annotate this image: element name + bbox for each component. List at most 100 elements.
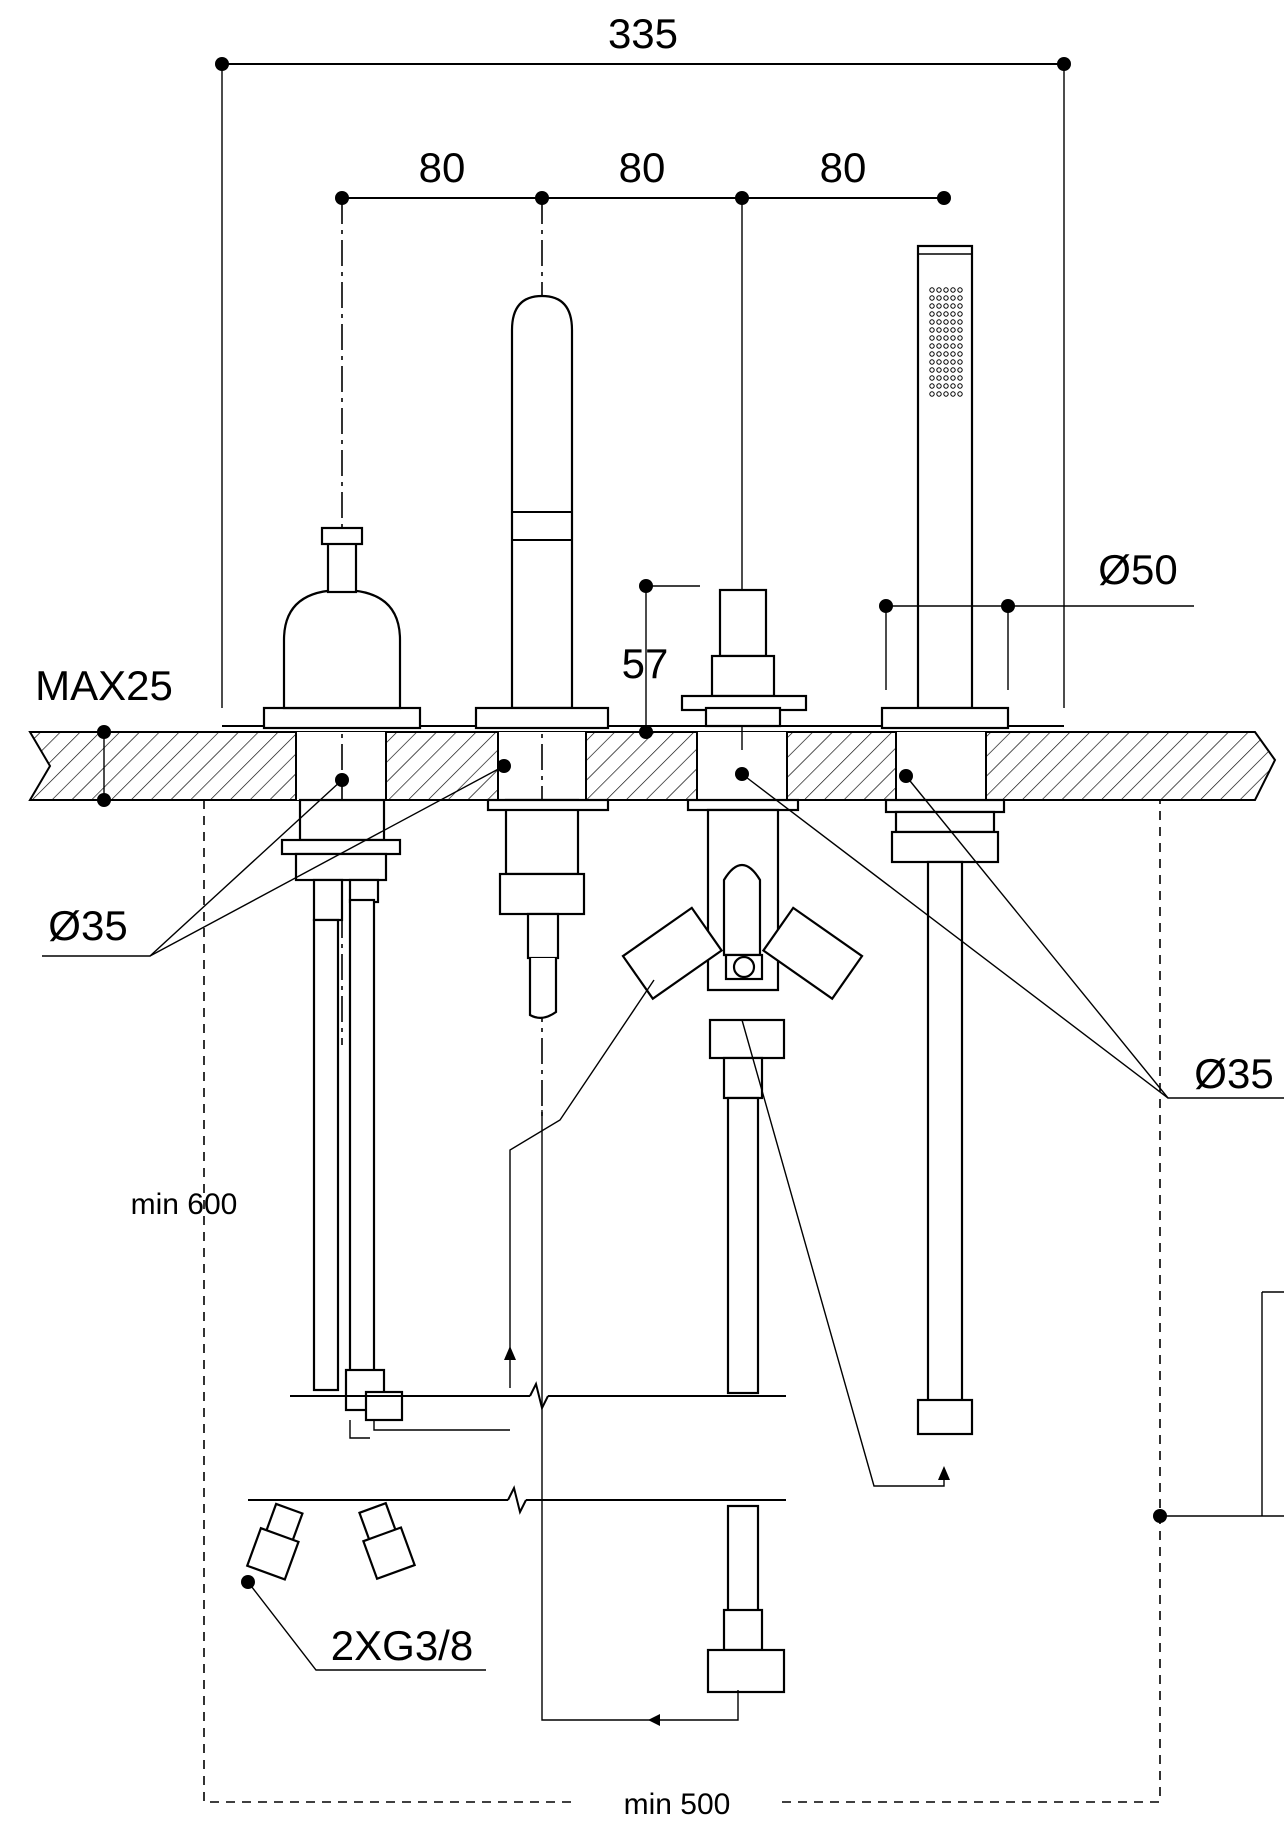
spray-nozzle-dot bbox=[950, 287, 956, 293]
spray-nozzle-dot bbox=[936, 287, 942, 293]
spray-nozzle-dot bbox=[936, 391, 942, 397]
spray-nozzle-dot bbox=[943, 351, 949, 357]
dim-overall-width: 335 bbox=[608, 10, 678, 57]
spray-nozzle-dot bbox=[943, 375, 949, 381]
dim-height-57: 57 bbox=[622, 640, 669, 687]
spray-nozzle-dot bbox=[950, 383, 956, 389]
hand-shower bbox=[880, 244, 1010, 1436]
dim-hole-right: Ø35 bbox=[1194, 1050, 1273, 1097]
spray-nozzle-dot bbox=[929, 359, 935, 365]
dim-shower-diameter: Ø50 bbox=[1098, 546, 1177, 593]
diverter bbox=[621, 588, 864, 1694]
installation-envelope: min 600 min 500 bbox=[131, 800, 1284, 1821]
spray-nozzle-dot bbox=[936, 327, 942, 333]
spray-nozzle-dot bbox=[936, 335, 942, 341]
dimension-shower-diameter: Ø50 bbox=[879, 546, 1194, 690]
spray-nozzle-dot bbox=[950, 359, 956, 365]
spray-nozzle-dot bbox=[957, 319, 963, 325]
spray-nozzle-dot bbox=[957, 391, 963, 397]
spray-nozzle-dot bbox=[950, 343, 956, 349]
shower-spray-nozzles bbox=[929, 287, 963, 397]
routing-lines bbox=[504, 979, 950, 1726]
spray-nozzle-dot bbox=[936, 295, 942, 301]
spray-nozzle-dot bbox=[929, 303, 935, 309]
spray-nozzle-dot bbox=[929, 351, 935, 357]
spray-nozzle-dot bbox=[950, 391, 956, 397]
dim-hole-left: Ø35 bbox=[48, 902, 127, 949]
dimension-overall: 335 bbox=[215, 10, 1071, 708]
min-600-label: min 600 bbox=[131, 1188, 238, 1221]
spray-nozzle-dot bbox=[957, 375, 963, 381]
spray-nozzle-dot bbox=[929, 327, 935, 333]
spray-nozzle-dot bbox=[957, 367, 963, 373]
spray-nozzle-dot bbox=[929, 391, 935, 397]
spray-nozzle-dot bbox=[950, 335, 956, 341]
spray-nozzle-dot bbox=[929, 319, 935, 325]
spray-nozzle-dot bbox=[936, 311, 942, 317]
spray-nozzle-dot bbox=[943, 391, 949, 397]
spray-nozzle-dot bbox=[929, 343, 935, 349]
spray-nozzle-dot bbox=[936, 359, 942, 365]
spray-nozzle-dot bbox=[943, 287, 949, 293]
dim-spacing-3: 80 bbox=[820, 144, 867, 191]
inlet-connectors: 2XG3/8 bbox=[241, 1501, 486, 1671]
spray-nozzle-dot bbox=[957, 343, 963, 349]
dim-max-25: MAX25 bbox=[35, 662, 173, 709]
spray-nozzle-dot bbox=[929, 311, 935, 317]
spray-nozzle-dot bbox=[957, 359, 963, 365]
spray-nozzle-dot bbox=[957, 351, 963, 357]
spray-nozzle-dot bbox=[950, 327, 956, 333]
dim-spacing-2: 80 bbox=[619, 144, 666, 191]
spray-nozzle-dot bbox=[943, 327, 949, 333]
spray-nozzle-dot bbox=[957, 327, 963, 333]
spray-nozzle-dot bbox=[950, 319, 956, 325]
spray-nozzle-dot bbox=[943, 319, 949, 325]
spray-nozzle-dot bbox=[929, 383, 935, 389]
spray-nozzle-dot bbox=[957, 287, 963, 293]
mixer-body bbox=[262, 526, 510, 1439]
spray-nozzle-dot bbox=[943, 343, 949, 349]
hole-leaders-left: Ø35 bbox=[42, 759, 511, 957]
spray-nozzle-dot bbox=[936, 367, 942, 373]
spray-nozzle-dot bbox=[943, 303, 949, 309]
spray-nozzle-dot bbox=[929, 375, 935, 381]
spray-nozzle-dot bbox=[950, 375, 956, 381]
spray-nozzle-dot bbox=[936, 303, 942, 309]
spray-nozzle-dot bbox=[936, 375, 942, 381]
spray-nozzle-dot bbox=[950, 367, 956, 373]
spray-nozzle-dot bbox=[929, 295, 935, 301]
spray-nozzle-dot bbox=[943, 335, 949, 341]
spray-nozzle-dot bbox=[929, 335, 935, 341]
dimension-max25: MAX25 bbox=[35, 662, 173, 807]
spray-nozzle-dot bbox=[957, 295, 963, 301]
spray-nozzle-dot bbox=[936, 343, 942, 349]
spray-nozzle-dot bbox=[943, 383, 949, 389]
spray-nozzle-dot bbox=[950, 311, 956, 317]
spray-nozzle-dot bbox=[936, 319, 942, 325]
spray-nozzle-dot bbox=[943, 295, 949, 301]
spray-nozzle-dot bbox=[950, 303, 956, 309]
spray-nozzle-dot bbox=[936, 351, 942, 357]
connections-label: 2XG3/8 bbox=[331, 1622, 473, 1669]
spray-nozzle-dot bbox=[957, 335, 963, 341]
break-lines bbox=[248, 1381, 786, 1515]
dimension-spacing: 80 80 80 bbox=[335, 144, 951, 205]
spray-nozzle-dot bbox=[957, 303, 963, 309]
spray-nozzle-dot bbox=[936, 383, 942, 389]
spray-nozzle-dot bbox=[943, 311, 949, 317]
spray-nozzle-dot bbox=[950, 351, 956, 357]
spray-nozzle-dot bbox=[929, 367, 935, 373]
dimension-57: 57 bbox=[622, 579, 700, 739]
spout bbox=[474, 294, 610, 1019]
hole-leaders-right: Ø35 bbox=[735, 767, 1284, 1099]
dim-spacing-1: 80 bbox=[419, 144, 466, 191]
spray-nozzle-dot bbox=[950, 295, 956, 301]
deck-section bbox=[28, 725, 1277, 801]
min-500-label: min 500 bbox=[624, 1788, 731, 1821]
spray-nozzle-dot bbox=[957, 383, 963, 389]
spray-nozzle-dot bbox=[943, 359, 949, 365]
spray-nozzle-dot bbox=[929, 287, 935, 293]
spray-nozzle-dot bbox=[943, 367, 949, 373]
spray-nozzle-dot bbox=[957, 311, 963, 317]
